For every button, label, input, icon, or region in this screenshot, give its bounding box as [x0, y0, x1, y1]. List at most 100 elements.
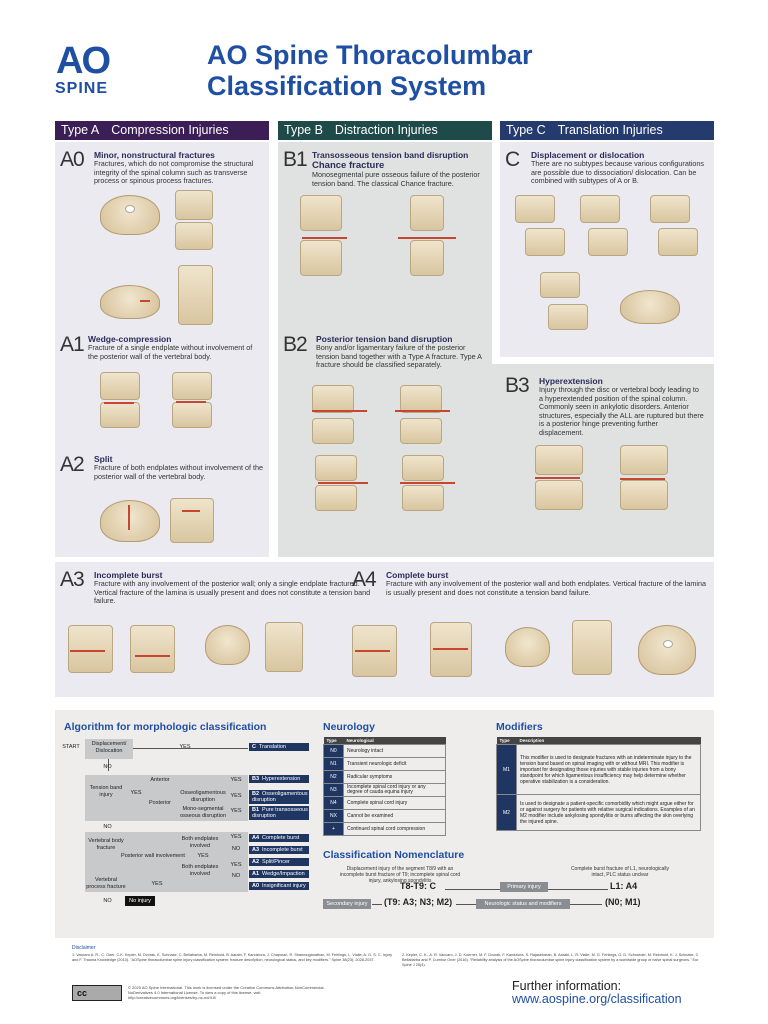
- algo-result-b1-label: Pure transosseous disruption: [252, 807, 308, 819]
- algo-result-a0-label: Insignificant injury: [262, 883, 306, 889]
- algo-result-a1-code: A1: [252, 871, 260, 877]
- a3-code: A3: [60, 568, 85, 591]
- a3-desc: Fracture with any involvement of the pos…: [94, 579, 371, 606]
- b3-illustration-3: [620, 445, 668, 475]
- a1-illustration-4: [172, 402, 212, 428]
- c-illustration-3: [580, 195, 620, 223]
- b1-desc: Monosegmental pure osseous failure of th…: [312, 170, 480, 188]
- modifiers-col-desc: Description: [516, 737, 701, 745]
- a4-axial-illustration-2: [638, 625, 696, 675]
- algorithm-title: Algorithm for morphologic classification: [64, 721, 267, 733]
- further-info-label: Further information:: [512, 979, 622, 993]
- b2-illustration-5: [315, 455, 357, 481]
- b2-text: Posterior tension band disruption Bony a…: [316, 334, 488, 370]
- algo-result-c-code: C: [252, 744, 256, 750]
- algo-result-a2-label: Split/Pincer: [262, 859, 290, 865]
- type-b-name: Distraction Injuries: [334, 123, 438, 137]
- a2-axial-illustration: [100, 500, 160, 542]
- algo-result-b3-code: B3: [252, 776, 260, 782]
- b1-fracture-mark-2: [398, 237, 456, 239]
- a3-illustration-2: [130, 625, 175, 673]
- algo-yes-7: YES: [197, 853, 209, 859]
- a4-title: Complete burst: [386, 570, 449, 580]
- nom-line-5: [570, 904, 602, 905]
- c-illustration-6: [658, 228, 698, 256]
- algo-tension: Tension band injury: [89, 785, 123, 798]
- algo-no-2: NO: [103, 824, 112, 830]
- neuro-code: N4: [323, 796, 344, 810]
- a4-fracture-mark-1: [355, 650, 390, 652]
- a0-fracture-mark: [140, 300, 150, 302]
- a2-fracture-mark: [128, 505, 130, 530]
- algo-result-a1-label: Wedge/Impaction: [262, 871, 305, 877]
- algo-line-no-1: [108, 759, 109, 771]
- algo-yes-6: YES: [230, 834, 242, 840]
- algo-yes-2: YES: [130, 790, 142, 796]
- algo-result-a3-label: Incomplete burst: [262, 847, 303, 853]
- modifier-desc: This modifier is used to designate fract…: [516, 744, 701, 795]
- algo-vbody-box: [85, 832, 248, 892]
- a2-title: Split: [94, 454, 113, 464]
- a2-code: A2: [60, 453, 85, 476]
- nomenclature-expr-1: T8-T9: C: [400, 881, 436, 891]
- algo-no-injury: No injury: [125, 896, 155, 906]
- c-code: C: [505, 148, 520, 171]
- neuro-code: N2: [323, 770, 344, 784]
- b1-illustration-4: [410, 240, 444, 276]
- classification-link[interactable]: www.aospine.org/classification: [512, 992, 682, 1006]
- spine-logo-text: SPINE: [55, 80, 109, 97]
- algo-yes-9: YES: [151, 881, 163, 887]
- b2-fracture-mark: [312, 410, 367, 412]
- b2-illustration-2: [312, 418, 354, 444]
- a0-axial-illustration-2: [100, 285, 160, 319]
- a4-desc: Fracture with any involvement of the pos…: [386, 579, 707, 597]
- a3-axial-illustration: [205, 625, 250, 665]
- algo-osseo: Osseoligamentous disruption: [180, 790, 226, 803]
- page-title: AO Spine Thoracolumbar Classification Sy…: [207, 40, 627, 102]
- neuro-desc: Cannot be examined: [343, 809, 446, 823]
- algo-start: START: [62, 744, 80, 750]
- a1-fracture-mark: [104, 402, 134, 404]
- b1-code: B1: [283, 148, 308, 171]
- algo-vbody: Vertebral body fracture: [88, 838, 124, 851]
- a1-illustration-3: [172, 372, 212, 400]
- neuro-code: N3: [323, 783, 344, 797]
- b3-fracture-mark: [535, 477, 580, 479]
- a2-lateral-illustration: [170, 498, 214, 543]
- algo-mono: Mono-segmental osseous disruption: [180, 806, 226, 819]
- nomenclature-right-note: Complete burst fracture of L1, neurologi…: [570, 866, 670, 878]
- algo-result-c-label: Translation: [258, 744, 286, 750]
- algo-result-a4-code: A4: [252, 835, 260, 841]
- algo-no-3: NO: [231, 846, 241, 852]
- algo-result-a3-code: A3: [252, 847, 260, 853]
- a3-illustration-1: [68, 625, 113, 673]
- algo-q1: Displacement/ Dislocation: [91, 741, 127, 754]
- a0-canal: [125, 205, 135, 213]
- a3-text: Incomplete burst Fracture with any invol…: [94, 570, 374, 606]
- title-line-2: Classification System: [207, 71, 487, 101]
- algo-no-5: NO: [103, 898, 112, 904]
- a4-canal: [663, 640, 673, 648]
- neuro-code: N0: [323, 744, 344, 758]
- b1-illustration-2: [300, 240, 342, 276]
- b2-illustration-8: [402, 485, 444, 511]
- a4-illustration-3: [572, 620, 612, 675]
- algo-q1-box: [85, 739, 133, 759]
- a0-title: Minor, nonstructural fractures: [94, 150, 215, 160]
- cc-license-badge[interactable]: cc: [72, 985, 122, 1001]
- b3-title: Hyperextension: [539, 376, 603, 386]
- algo-no-4: NO: [231, 873, 241, 879]
- b1-illustration-3: [410, 195, 444, 231]
